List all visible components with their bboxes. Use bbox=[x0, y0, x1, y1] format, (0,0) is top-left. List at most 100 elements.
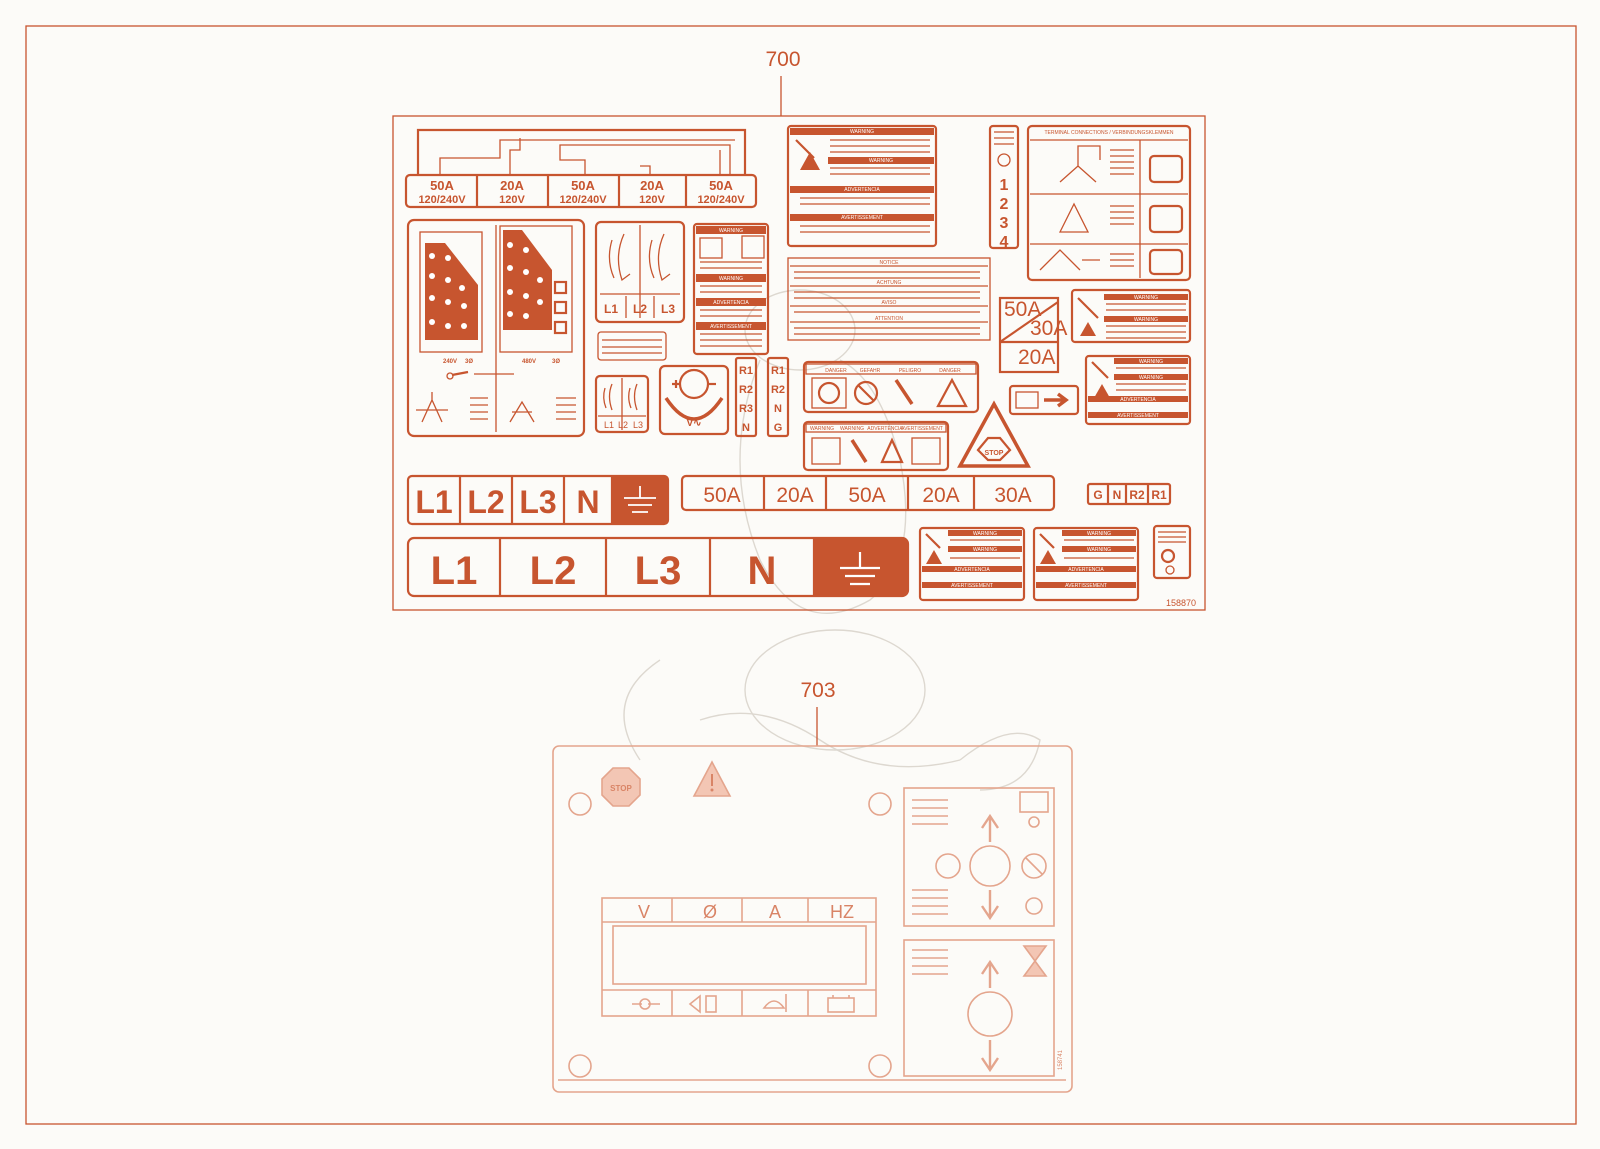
warning-triangle-icon bbox=[800, 152, 820, 170]
svg-text:120/240V: 120/240V bbox=[418, 194, 466, 206]
svg-text:N: N bbox=[742, 422, 750, 434]
coolant-temp-icon bbox=[762, 994, 787, 1012]
svg-text:ADVERTENCIA: ADVERTENCIA bbox=[1120, 397, 1156, 403]
label-240v: 240V bbox=[443, 359, 457, 365]
engine-icon bbox=[811, 437, 841, 465]
info-strip bbox=[597, 331, 667, 361]
svg-text:WARNING: WARNING bbox=[719, 276, 743, 282]
svg-text:L2: L2 bbox=[633, 302, 647, 316]
manual-book-icon-703 bbox=[1019, 791, 1049, 813]
svg-text:R2: R2 bbox=[739, 384, 753, 396]
svg-text:AVERTISSEMENT: AVERTISSEMENT bbox=[901, 426, 943, 432]
svg-text:WARNING: WARNING bbox=[1134, 317, 1158, 323]
display-header-v: V bbox=[638, 902, 650, 922]
timer-button[interactable] bbox=[967, 991, 1013, 1037]
small-icon-decal bbox=[1152, 524, 1192, 580]
display-header-phase: Ø bbox=[703, 902, 717, 922]
control-panel-703: 158741 STOP V Ø A HZ bbox=[552, 745, 1073, 1093]
warning-decal-bottom-2: WARNING WARNING ADVERTENCIA AVERTISSEMEN… bbox=[1032, 526, 1140, 602]
svg-text:L1: L1 bbox=[415, 484, 452, 520]
arrow-down-icon bbox=[981, 890, 999, 921]
decal-sheet-700: 158870 50A 120/240V 20A 120V 50A bbox=[392, 115, 1206, 611]
svg-text:G: G bbox=[774, 422, 783, 434]
wye-diagram-left bbox=[416, 392, 448, 423]
timer-control-decal bbox=[903, 939, 1055, 1077]
voltage-adjust-decal: V∿ bbox=[658, 364, 730, 436]
svg-text:1: 1 bbox=[1000, 177, 1009, 194]
watermark-dragon bbox=[623, 289, 1041, 791]
svg-text:STOP: STOP bbox=[610, 784, 632, 793]
stop-sign-icon: STOP bbox=[601, 767, 641, 807]
mount-hole-br bbox=[868, 1054, 892, 1078]
arrow-right-icon bbox=[1044, 392, 1069, 408]
svg-text:L1: L1 bbox=[604, 302, 618, 316]
svg-text:NOTICE: NOTICE bbox=[880, 260, 900, 266]
svg-text:AVERTISSEMENT: AVERTISSEMENT bbox=[1117, 413, 1159, 419]
display-header-a: A bbox=[769, 902, 781, 922]
read-manual-icon bbox=[741, 235, 765, 259]
warning-symbols-decal: WARNING WARNING ADVERTENCIA AVERTISSEMEN… bbox=[802, 420, 950, 472]
oil-pressure-icon bbox=[632, 998, 660, 1010]
svg-text:DANGER: DANGER bbox=[939, 368, 961, 374]
indicator-lamp bbox=[935, 853, 961, 879]
amp-label-strip: 50A 20A 50A 20A 30A bbox=[680, 474, 1056, 512]
svg-text:50A: 50A bbox=[848, 484, 885, 507]
svg-text:120V: 120V bbox=[639, 194, 665, 206]
svg-text:ADVERTENCIA: ADVERTENCIA bbox=[1068, 567, 1104, 573]
svg-text:ADVERTENCIA: ADVERTENCIA bbox=[713, 300, 749, 306]
svg-text:WARNING: WARNING bbox=[869, 158, 893, 164]
svg-text:WARNING: WARNING bbox=[850, 129, 874, 135]
svg-text:PELIGRO: PELIGRO bbox=[899, 368, 921, 374]
svg-text:WARNING: WARNING bbox=[840, 426, 864, 432]
svg-text:50A: 50A bbox=[703, 484, 740, 507]
svg-text:120/240V: 120/240V bbox=[697, 194, 745, 206]
ground-icon-large bbox=[840, 552, 880, 586]
warning-decal-bottom-1: WARNING WARNING ADVERTENCIA AVERTISSEMEN… bbox=[918, 526, 1026, 602]
svg-text:3Ø: 3Ø bbox=[465, 359, 473, 365]
svg-text:V∿: V∿ bbox=[686, 418, 701, 429]
warning-triangle-icon-703 bbox=[692, 760, 732, 797]
manual-icon-2 bbox=[911, 437, 941, 465]
breaker-phase-decal: L1 L2 L3 bbox=[594, 220, 686, 324]
breaker-label-3: 50A 120/240V bbox=[559, 178, 607, 206]
svg-text:50A: 50A bbox=[709, 178, 733, 193]
read-manual-arrow-decal bbox=[1008, 384, 1080, 416]
svg-text:ACHTUNG: ACHTUNG bbox=[877, 280, 902, 286]
svg-text:R1: R1 bbox=[771, 365, 785, 377]
svg-text:G: G bbox=[1093, 488, 1102, 502]
svg-text:N: N bbox=[576, 484, 599, 520]
danger-symbols-decal: DANGER GEFAHR PELIGRO DANGER bbox=[802, 360, 980, 414]
svg-text:120/240V: 120/240V bbox=[559, 194, 607, 206]
svg-text:30A: 30A bbox=[1030, 317, 1067, 340]
terminal-strip-2: L1 L2 L3 N bbox=[406, 536, 910, 598]
svg-text:WARNING: WARNING bbox=[1134, 295, 1158, 301]
fuse-column: 1 2 3 4 bbox=[988, 124, 1020, 251]
svg-text:AVERTISSEMENT: AVERTISSEMENT bbox=[710, 324, 752, 330]
display-module: V Ø A HZ bbox=[601, 897, 877, 1017]
svg-text:R2: R2 bbox=[771, 384, 785, 396]
warning-decal-right-1: WARNING WARNING bbox=[1070, 288, 1192, 344]
svg-text:20A: 20A bbox=[500, 178, 524, 193]
svg-text:N: N bbox=[748, 549, 777, 593]
svg-text:WARNING: WARNING bbox=[1087, 547, 1111, 553]
svg-text:R1: R1 bbox=[739, 365, 753, 377]
display-header-hz: HZ bbox=[830, 902, 854, 922]
svg-text:20A: 20A bbox=[640, 178, 664, 193]
lcd-window bbox=[612, 925, 867, 985]
svg-text:WARNING: WARNING bbox=[973, 531, 997, 537]
fire-hazard-icon bbox=[936, 377, 968, 408]
breaker-label-5: 50A 120/240V bbox=[697, 178, 745, 206]
ground-icon bbox=[624, 486, 656, 513]
svg-text:R1: R1 bbox=[1151, 488, 1167, 502]
svg-text:WARNING: WARNING bbox=[973, 547, 997, 553]
svg-text:30A: 30A bbox=[994, 484, 1031, 507]
relay-column-2: R1 R2 N G bbox=[766, 356, 790, 438]
relay-label-strip: G N R2 R1 bbox=[1086, 482, 1172, 506]
delta-diagram-right bbox=[509, 400, 535, 423]
svg-text:2: 2 bbox=[1000, 196, 1009, 213]
warning-decal-large: WARNING WARNING ADVERTENCIA AVERTISSEMEN… bbox=[786, 124, 938, 248]
start-button[interactable] bbox=[969, 845, 1011, 887]
panel-side-text: 158741 bbox=[1058, 1049, 1064, 1070]
sheet-number: 158870 bbox=[1166, 598, 1196, 608]
svg-text:120V: 120V bbox=[499, 194, 525, 206]
